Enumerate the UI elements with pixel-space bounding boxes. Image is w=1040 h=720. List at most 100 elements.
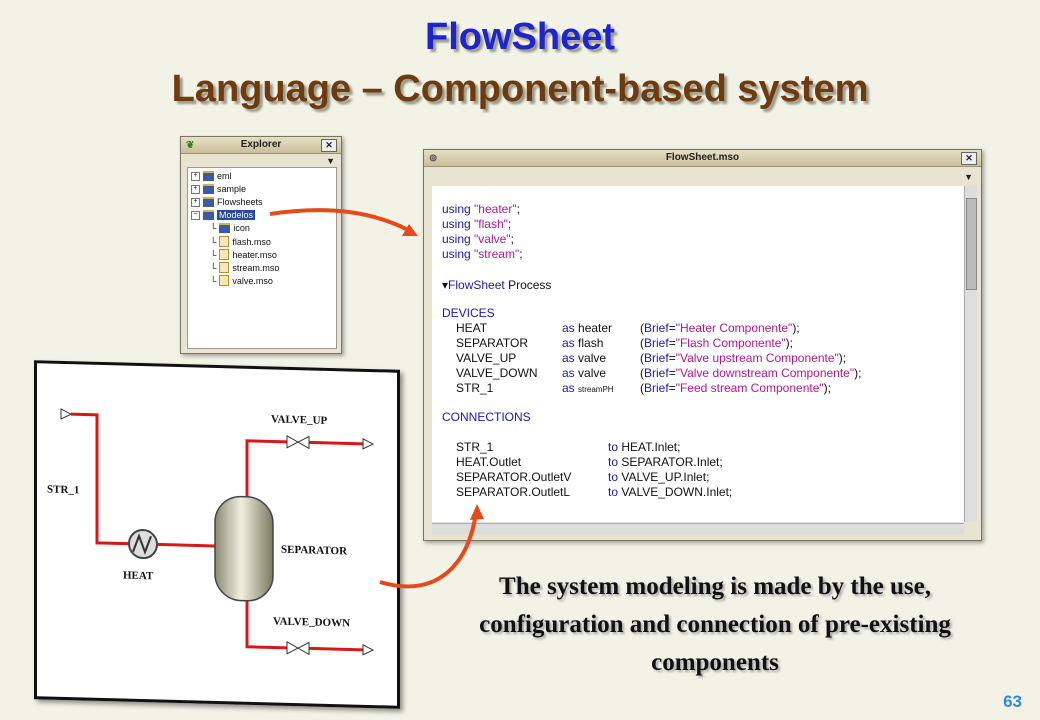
leaf-icon: ❦ [186,140,195,151]
connection-to: VALVE_DOWN.Inlet; [621,485,733,499]
vertical-scrollbar[interactable] [964,186,977,522]
code-token: = [668,366,676,380]
tree-line: └ [210,249,217,260]
code-token: ; [516,202,520,216]
tree-item-label: icon [233,223,250,233]
keyword-to: to [608,440,622,454]
keyword-devices: DEVICES [442,306,495,320]
keyword-connections: CONNECTIONS [442,410,531,424]
code-line: CONNECTIONS [442,410,531,424]
chevron-down-icon[interactable]: ▼ [326,156,335,166]
keyword-as: as [562,366,579,380]
device-name: STR_1 [456,381,494,395]
tree-item-label: Modelos [217,210,256,220]
pipe-valveup-out [309,440,363,446]
folder-icon [219,223,231,233]
device-name: VALVE_UP [456,351,517,365]
slide-caption: The system modeling is made by the use, … [479,573,951,676]
valve-up-icon [286,434,300,449]
tree-item-label: Flowsheets [217,197,263,207]
keyword-as: as [562,351,579,365]
expand-toggle-icon[interactable]: + [191,171,200,181]
arrowhead-icon [402,224,418,236]
slide-title-line1: FlowSheet [424,16,616,58]
pipe-str1-heat [71,412,129,546]
keyword-to: to [608,470,622,484]
editor-window: ⊚ FlowSheet.mso ✕ ▼ using "heater";using… [423,149,982,541]
tree-item[interactable]: └ valve.mso [210,275,273,286]
connection-to: HEAT.Inlet; [621,440,681,454]
tree-item-label: eml [217,171,232,181]
close-icon[interactable]: ✕ [321,139,337,152]
keyword-as: as [562,336,579,350]
keyword-brief: Brief [644,336,669,350]
code-string: "flash" [474,217,508,231]
code-line: using "stream"; [442,247,523,261]
pipes [71,412,363,652]
tree-item[interactable]: +sample [191,184,246,194]
device-name: VALVE_DOWN [456,366,538,380]
explorer-titlebar[interactable]: ❦ Explorer ✕ [181,137,341,154]
close-icon[interactable]: ✕ [961,152,977,165]
code-token: ); [838,351,847,365]
tree-item[interactable]: └stream.mso [210,262,279,273]
code-token: ; [507,217,512,231]
slide-title-line2: Language – Component-based system [171,68,869,110]
keyword-brief: Brief [644,366,669,380]
code-token: ); [785,336,793,350]
diagram-canvas [60,408,375,656]
connection-from: HEAT.Outlet [456,455,522,469]
connection-from: STR_1 [456,440,494,454]
expand-toggle-icon[interactable]: + [191,197,200,207]
arrowhead-icon [470,504,484,520]
separator-vessel-icon [214,495,274,602]
code-token: = [668,351,676,365]
code-editor[interactable]: using "heater";using "flash";using "valv… [432,186,964,522]
file-icon [219,236,230,247]
connection-to: VALVE_UP.Inlet; [621,470,710,484]
file-icon [219,249,230,260]
explorer-title: Explorer [240,139,282,150]
expand-toggle-icon[interactable]: − [191,210,200,220]
expand-toggle-icon[interactable]: + [191,184,200,194]
editor-titlebar[interactable]: ⊚ FlowSheet.mso ✕ [424,150,981,167]
page-number: 63 [1003,692,1022,711]
connection-from: SEPARATOR.OutletV [456,470,572,484]
tree-item[interactable]: + Flowsheets [191,197,263,207]
outlet-arrow-icon [362,438,375,450]
tree-item[interactable]: └heater.mso [210,249,277,260]
tree-item[interactable]: − Modelos [191,210,256,220]
explorer-tree: +eml+sample+Flowsheets−Modelos└icon└flas… [187,167,337,349]
feed-arrow-icon [60,408,73,420]
heater-coil [132,533,152,555]
pipe-heat-separator [157,542,215,548]
scrollbar-thumb[interactable] [966,198,977,290]
tree-item-label: flash.mso [232,236,271,247]
code-string: "Feed stream Componente" [675,381,824,395]
tree-line: └ [210,262,217,273]
device-type: valve [578,351,607,365]
device-name: SEPARATOR [456,336,529,350]
chevron-down-icon[interactable]: ▼ [964,172,973,182]
horizontal-scrollbar[interactable] [432,523,964,534]
code-string: "Valve upstream Componente" [675,351,839,365]
tree-item[interactable]: + eml [191,171,232,181]
folder-icon [203,210,214,220]
connection-to: SEPARATOR.Inlet; [621,455,723,469]
tree-item[interactable]: └flash.mso [210,236,271,247]
folder-icon [203,171,214,181]
outlet-arrow-icon [362,644,375,656]
device-type: flash [578,336,604,350]
tree-item[interactable]: └icon [210,223,250,233]
tree-item-label: valve.mso [232,275,273,286]
code-token: ); [854,366,862,380]
code-line: ▾FlowSheet Process [442,278,551,292]
keyword-flowsheet: FlowSheet [448,278,509,292]
device-type: valve [578,366,607,380]
valve-up-icon-right [296,435,310,450]
code-string: "Valve downstream Componente" [675,366,855,380]
tree-line: └ [210,275,217,286]
